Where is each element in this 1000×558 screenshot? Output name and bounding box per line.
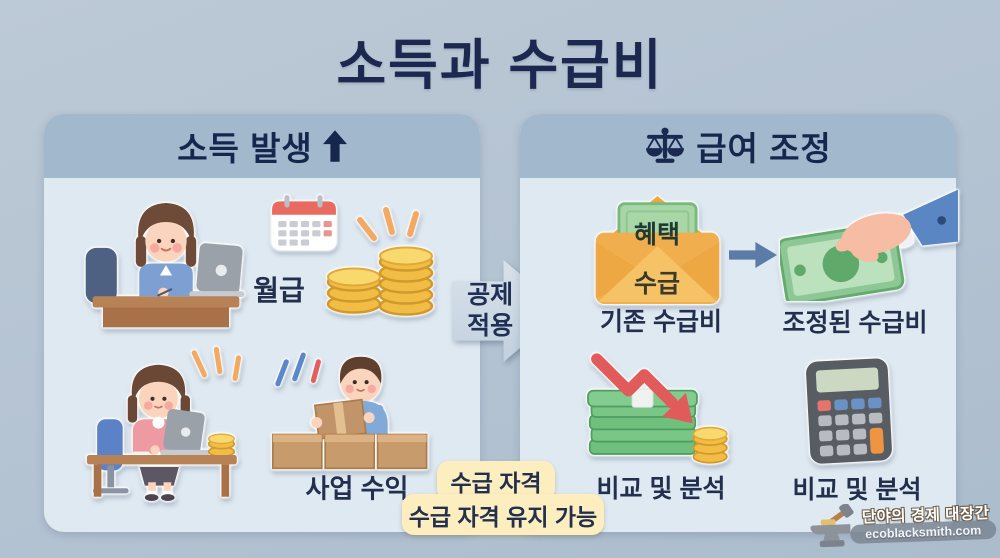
woman-at-desk-illustration: [84, 190, 248, 335]
watermark-url: ecoblacksmith.com: [849, 519, 997, 544]
anvil-icon: [809, 502, 855, 557]
eligibility-note-line1: 수급 자격: [450, 470, 542, 496]
benefit-panel-header-label: 급여 조정: [696, 130, 832, 167]
eligibility-note-line2: 수급 자격 유지 가능: [408, 503, 598, 530]
income-panel-header-label: 소득 발생: [177, 130, 313, 167]
eligibility-note-bottom: 수급 자격 유지 가능: [402, 494, 604, 535]
hand-money-illustration: [777, 189, 958, 306]
existing-benefit-label: 기존 수급비: [600, 308, 722, 336]
envelope-icon: [590, 192, 725, 313]
money-compare-label: 비교 및 분석: [596, 475, 726, 503]
benefit-panel: 급여 조정: [520, 114, 956, 532]
benefit-flap-label: 수급: [633, 270, 681, 298]
benefit-panel-header: 급여 조정: [520, 114, 956, 178]
scale-icon: [644, 127, 686, 165]
adjusted-benefit-label: 조정된 수급비: [782, 309, 928, 337]
calendar-icon: [270, 194, 338, 257]
salary-label: 월급: [253, 275, 305, 306]
deduction-label-line2: 적용: [467, 312, 514, 340]
decline-arrow-icon: [591, 353, 693, 424]
coin-stack-icon: [322, 204, 440, 321]
money-decline-illustration: [584, 352, 730, 473]
boy-with-boxes-illustration: [266, 350, 430, 475]
calculator-icon: [801, 357, 897, 471]
calculator-compare-label: 비교 및 분석: [792, 476, 922, 504]
girl-at-desk-illustration: [80, 346, 242, 506]
business-label: 사업 수익: [305, 473, 409, 504]
watermark-badge: 단야의 경제 대장간 ecoblacksmith.com: [809, 493, 1000, 558]
benefit-card-label: 혜택: [633, 221, 681, 249]
income-panel-header: 소득 발생: [44, 114, 480, 178]
deduction-label-line1: 공제: [467, 281, 514, 309]
page-title: 소득과 수급비: [336, 35, 664, 96]
income-up-arrow-icon: [322, 130, 347, 162]
